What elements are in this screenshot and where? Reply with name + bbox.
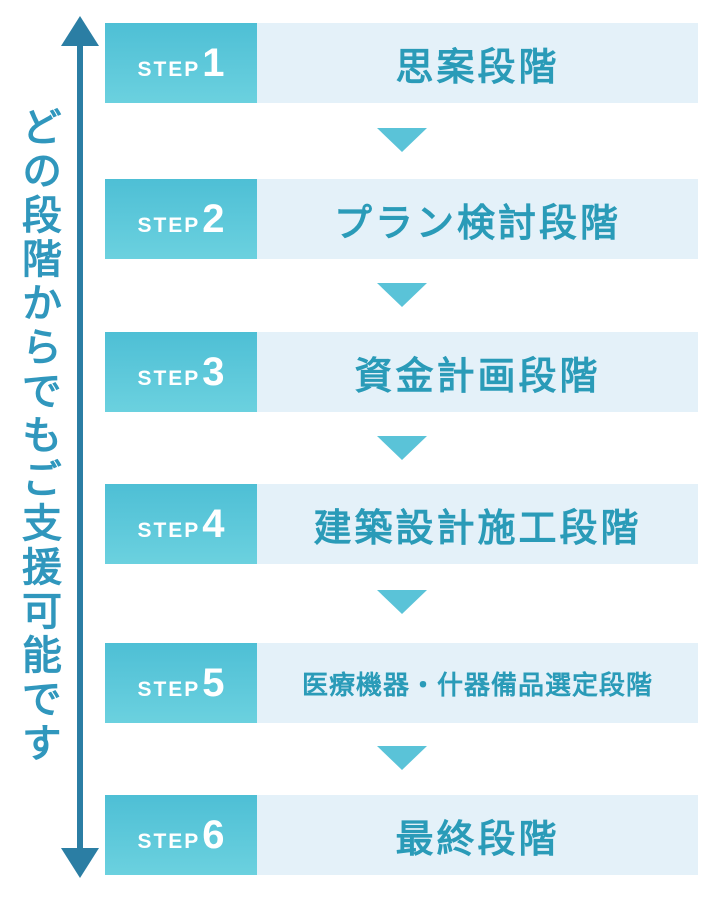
- step-label: STEP: [137, 57, 201, 81]
- step-badge-text: STEP6: [137, 813, 224, 858]
- step-badge-text: STEP3: [137, 350, 224, 395]
- down-arrow-icon: [377, 128, 427, 152]
- step-badge-text: STEP4: [137, 502, 224, 547]
- down-arrow-icon: [377, 590, 427, 614]
- step-badge: STEP3: [105, 332, 257, 412]
- step-label: STEP: [137, 518, 201, 542]
- step-badge: STEP5: [105, 643, 257, 723]
- down-arrow-icon: [377, 283, 427, 307]
- step-number: 3: [202, 349, 225, 394]
- step-title: 思案段階: [257, 23, 698, 103]
- step-label: STEP: [137, 829, 201, 853]
- step-number: 4: [202, 501, 225, 546]
- step-badge: STEP2: [105, 179, 257, 259]
- side-caption: どの段階からでもご支援可能です: [16, 106, 60, 766]
- step-badge-text: STEP5: [137, 661, 224, 706]
- down-arrow-icon: [377, 436, 427, 460]
- step-label: STEP: [137, 213, 201, 237]
- step-row: STEP1 思案段階: [105, 23, 698, 103]
- step-number: 6: [202, 812, 225, 857]
- step-label: STEP: [137, 366, 201, 390]
- step-badge-text: STEP1: [137, 41, 224, 86]
- step-badge: STEP4: [105, 484, 257, 564]
- step-row: STEP4 建築設計施工段階: [105, 484, 698, 564]
- step-label: STEP: [137, 677, 201, 701]
- step-title: 医療機器・什器備品選定段階: [257, 643, 698, 723]
- step-row: STEP5 医療機器・什器備品選定段階: [105, 643, 698, 723]
- down-arrow-icon: [377, 746, 427, 770]
- step-badge: STEP6: [105, 795, 257, 875]
- step-title: 最終段階: [257, 795, 698, 875]
- step-badge: STEP1: [105, 23, 257, 103]
- step-title: 資金計画段階: [257, 332, 698, 412]
- step-number: 2: [202, 196, 225, 241]
- step-row: STEP3 資金計画段階: [105, 332, 698, 412]
- step-number: 1: [202, 40, 225, 85]
- step-row: STEP6 最終段階: [105, 795, 698, 875]
- step-title: 建築設計施工段階: [257, 484, 698, 564]
- step-row: STEP2 プラン検討段階: [105, 179, 698, 259]
- double-arrow-icon: [61, 16, 99, 878]
- step-badge-text: STEP2: [137, 197, 224, 242]
- step-title: プラン検討段階: [257, 179, 698, 259]
- step-number: 5: [202, 660, 225, 705]
